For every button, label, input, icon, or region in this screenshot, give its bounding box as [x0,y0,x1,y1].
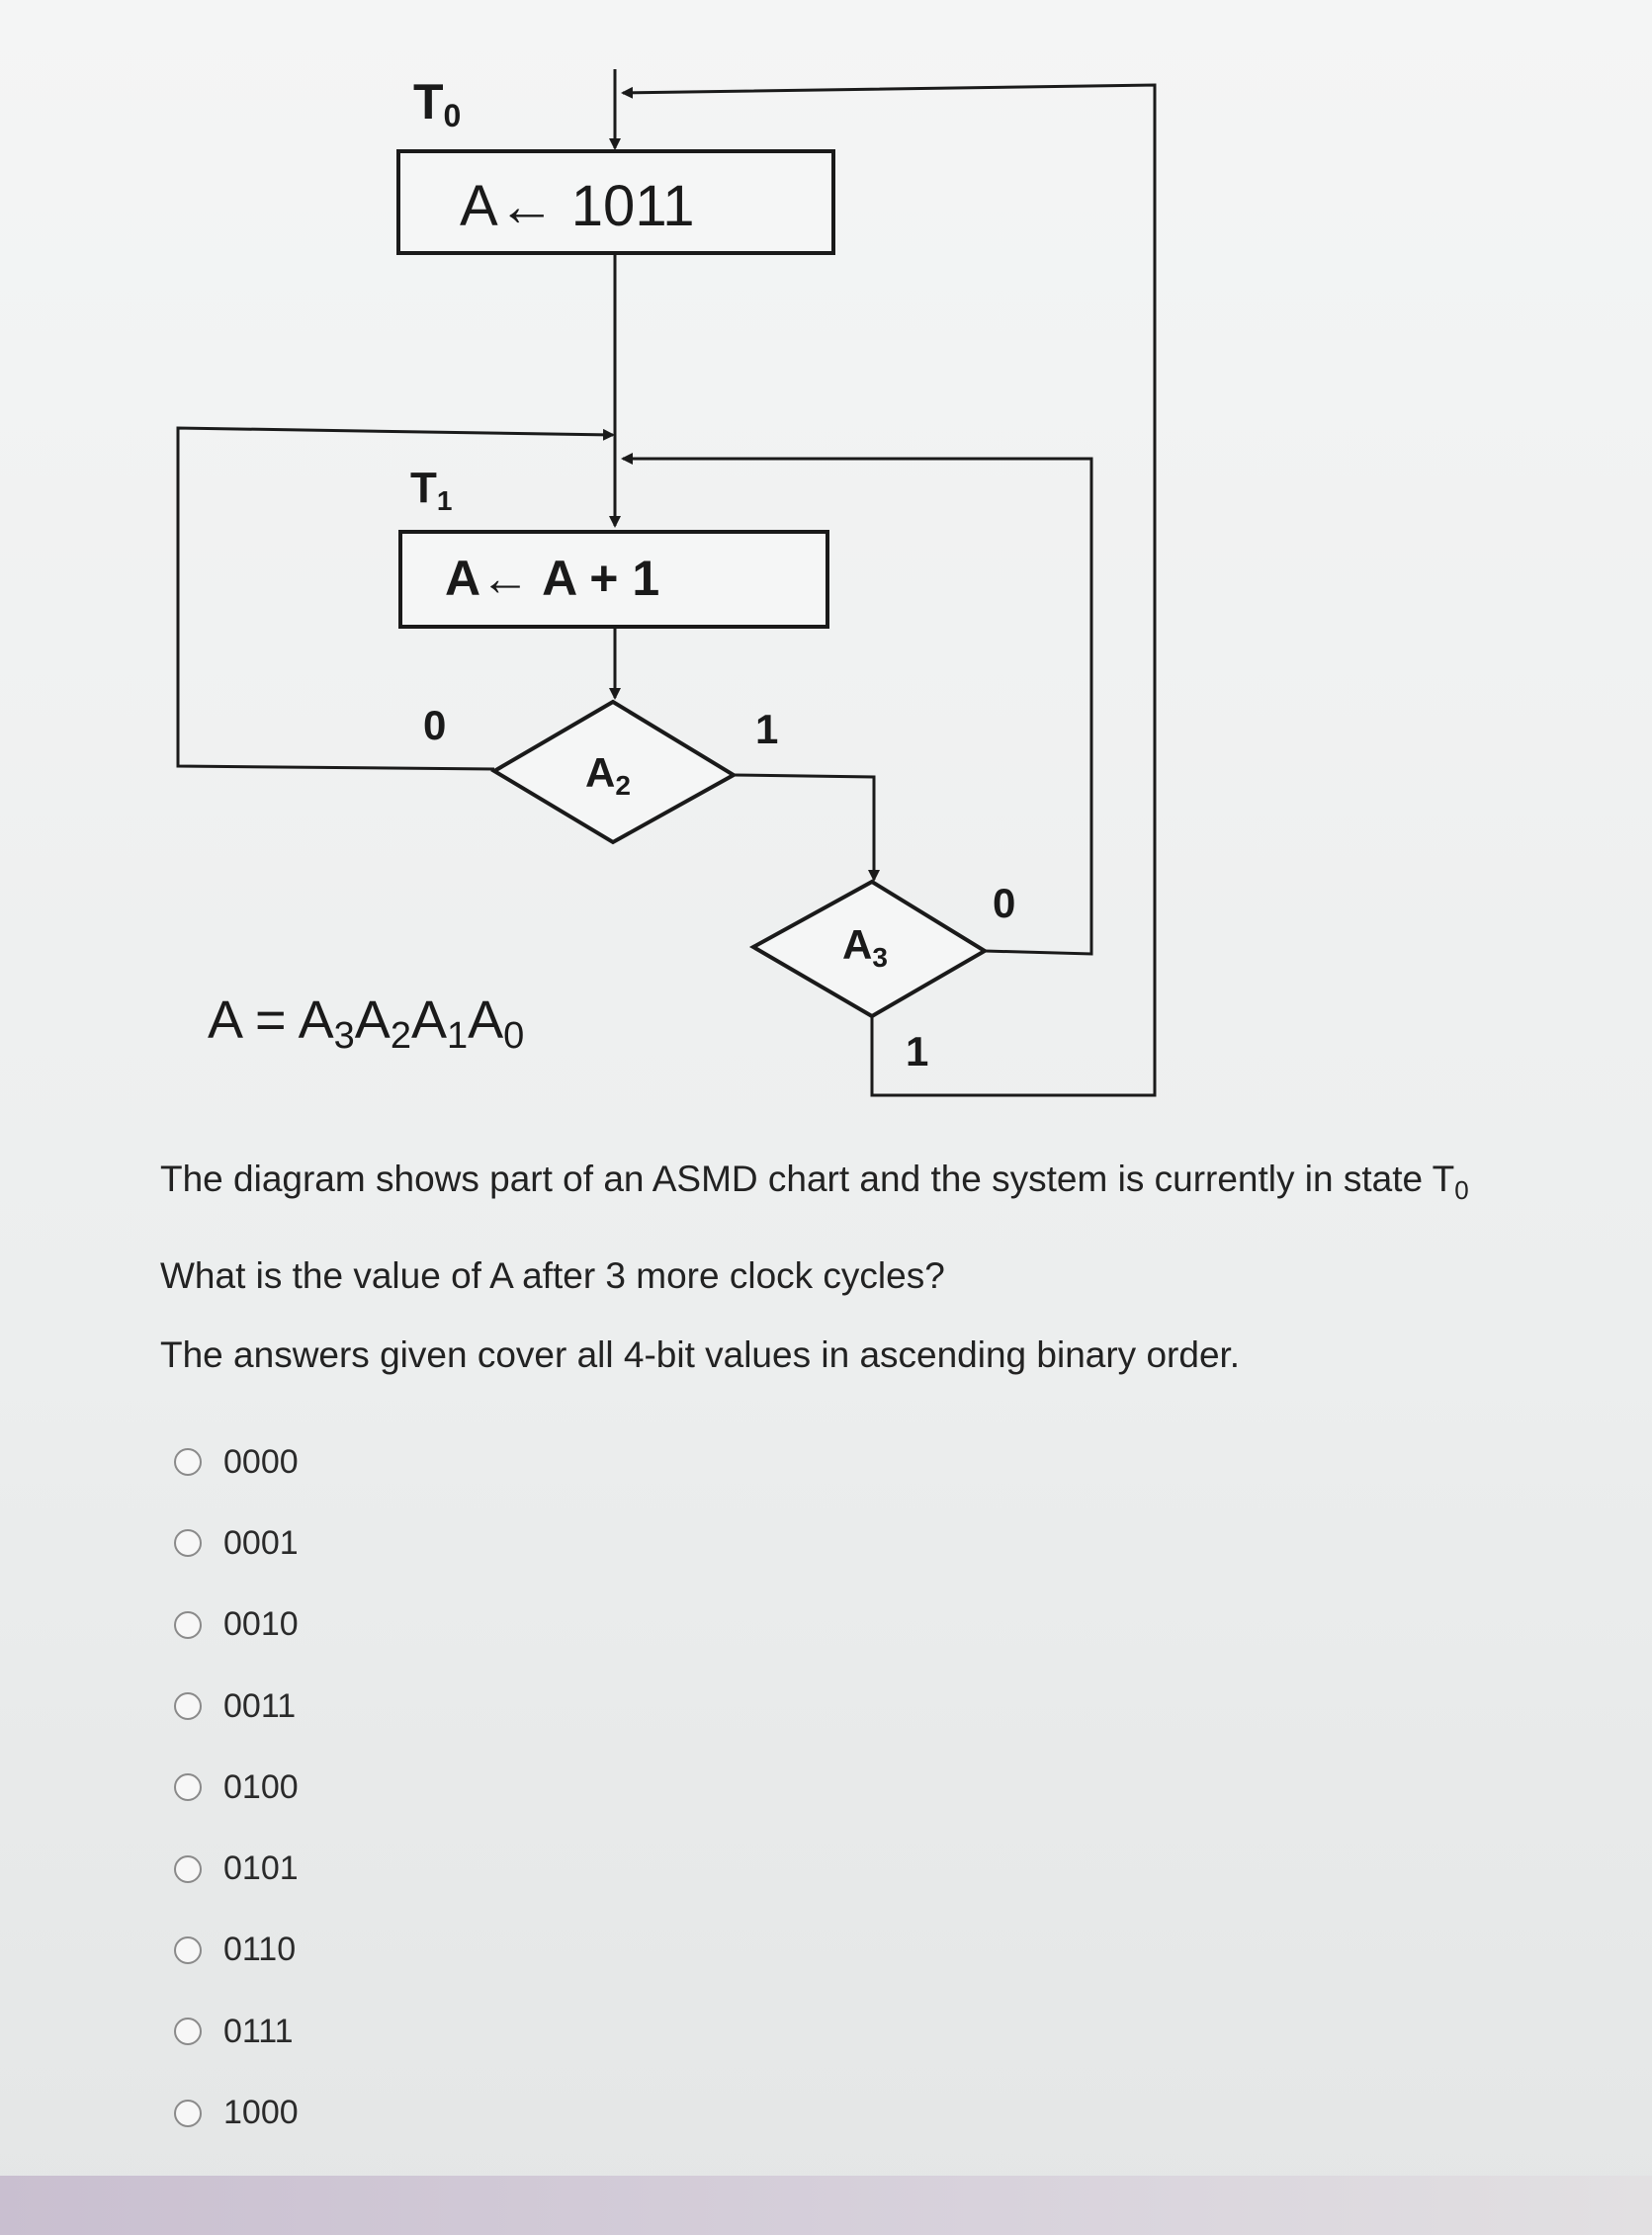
decision-a3-out1: 1 [906,1028,928,1075]
decision-a2-diamond [490,699,738,845]
state1-label: T1 [410,464,452,516]
decision-a2-out1: 1 [755,706,778,752]
question-line-2: What is the value of A after 3 more cloc… [160,1255,945,1296]
state1-action: A← A + 1 [445,551,659,606]
feedback-line-a3-zero [621,453,1093,956]
radio-button[interactable] [174,1692,202,1721]
decision-a2-out0: 0 [423,702,446,748]
option-row[interactable]: 0000 [174,1421,299,1503]
option-row[interactable]: 0111 [174,1991,299,2072]
option-label[interactable]: 0000 [223,1442,299,1481]
feedback-line-t0 [621,83,1157,1097]
option-label[interactable]: 0111 [223,2012,294,2050]
option-row[interactable]: 0011 [174,1666,299,1747]
radio-button[interactable] [174,1448,202,1477]
decision-a3-label: A3 [842,921,888,973]
option-row[interactable]: 0101 [174,1828,299,1909]
state0-label: T0 [413,74,461,133]
radio-button[interactable] [174,1773,202,1802]
decision-a3-out0: 0 [993,880,1015,926]
option-row[interactable]: 1000 [174,2072,299,2153]
question-line-1-sub: 0 [1454,1175,1469,1205]
question-line-3: The answers given cover all 4-bit values… [160,1334,1241,1375]
option-label[interactable]: 0010 [223,1605,299,1644]
decision-a2-label: A2 [585,749,631,801]
option-row[interactable]: 0001 [174,1503,299,1584]
option-label[interactable]: 0011 [223,1686,297,1725]
option-label[interactable]: 0100 [223,1767,299,1806]
option-row[interactable]: 0010 [174,1585,299,1666]
option-row[interactable]: 0110 [174,1910,299,1991]
register-definition: A = A3A2A1A0 [208,990,524,1057]
option-label[interactable]: 0110 [223,1931,297,1969]
answer-options: 0000 0001 0010 0011 0100 0101 0110 0111 … [174,1421,299,2235]
option-row[interactable]: 0100 [174,1747,299,1828]
feedback-line-a2-zero [176,426,615,771]
radio-button[interactable] [174,1610,202,1639]
state0-action: A← 1011 [460,174,695,238]
radio-button[interactable] [174,2018,202,2046]
radio-button[interactable] [174,1854,202,1883]
question-line-1: The diagram shows part of an ASMD chart … [160,1159,1544,1206]
option-label[interactable]: 0101 [223,1849,299,1888]
radio-button[interactable] [174,2099,202,2127]
bottom-edge-strip [0,2176,1652,2235]
question-line-1-text: The diagram shows part of an ASMD chart … [160,1159,1455,1199]
radio-button[interactable] [174,1529,202,1558]
radio-button[interactable] [174,1935,202,1964]
option-label[interactable]: 1000 [223,2094,299,2132]
asmd-chart: T0 A← 1011 T1 A← A + 1 A2 0 1 A3 0 1 A =… [176,69,1157,1097]
a2-to-a3-line [733,773,880,882]
state0-box [396,149,835,255]
decision-a3-diamond [748,879,989,1019]
option-label[interactable]: 0001 [223,1523,299,1562]
